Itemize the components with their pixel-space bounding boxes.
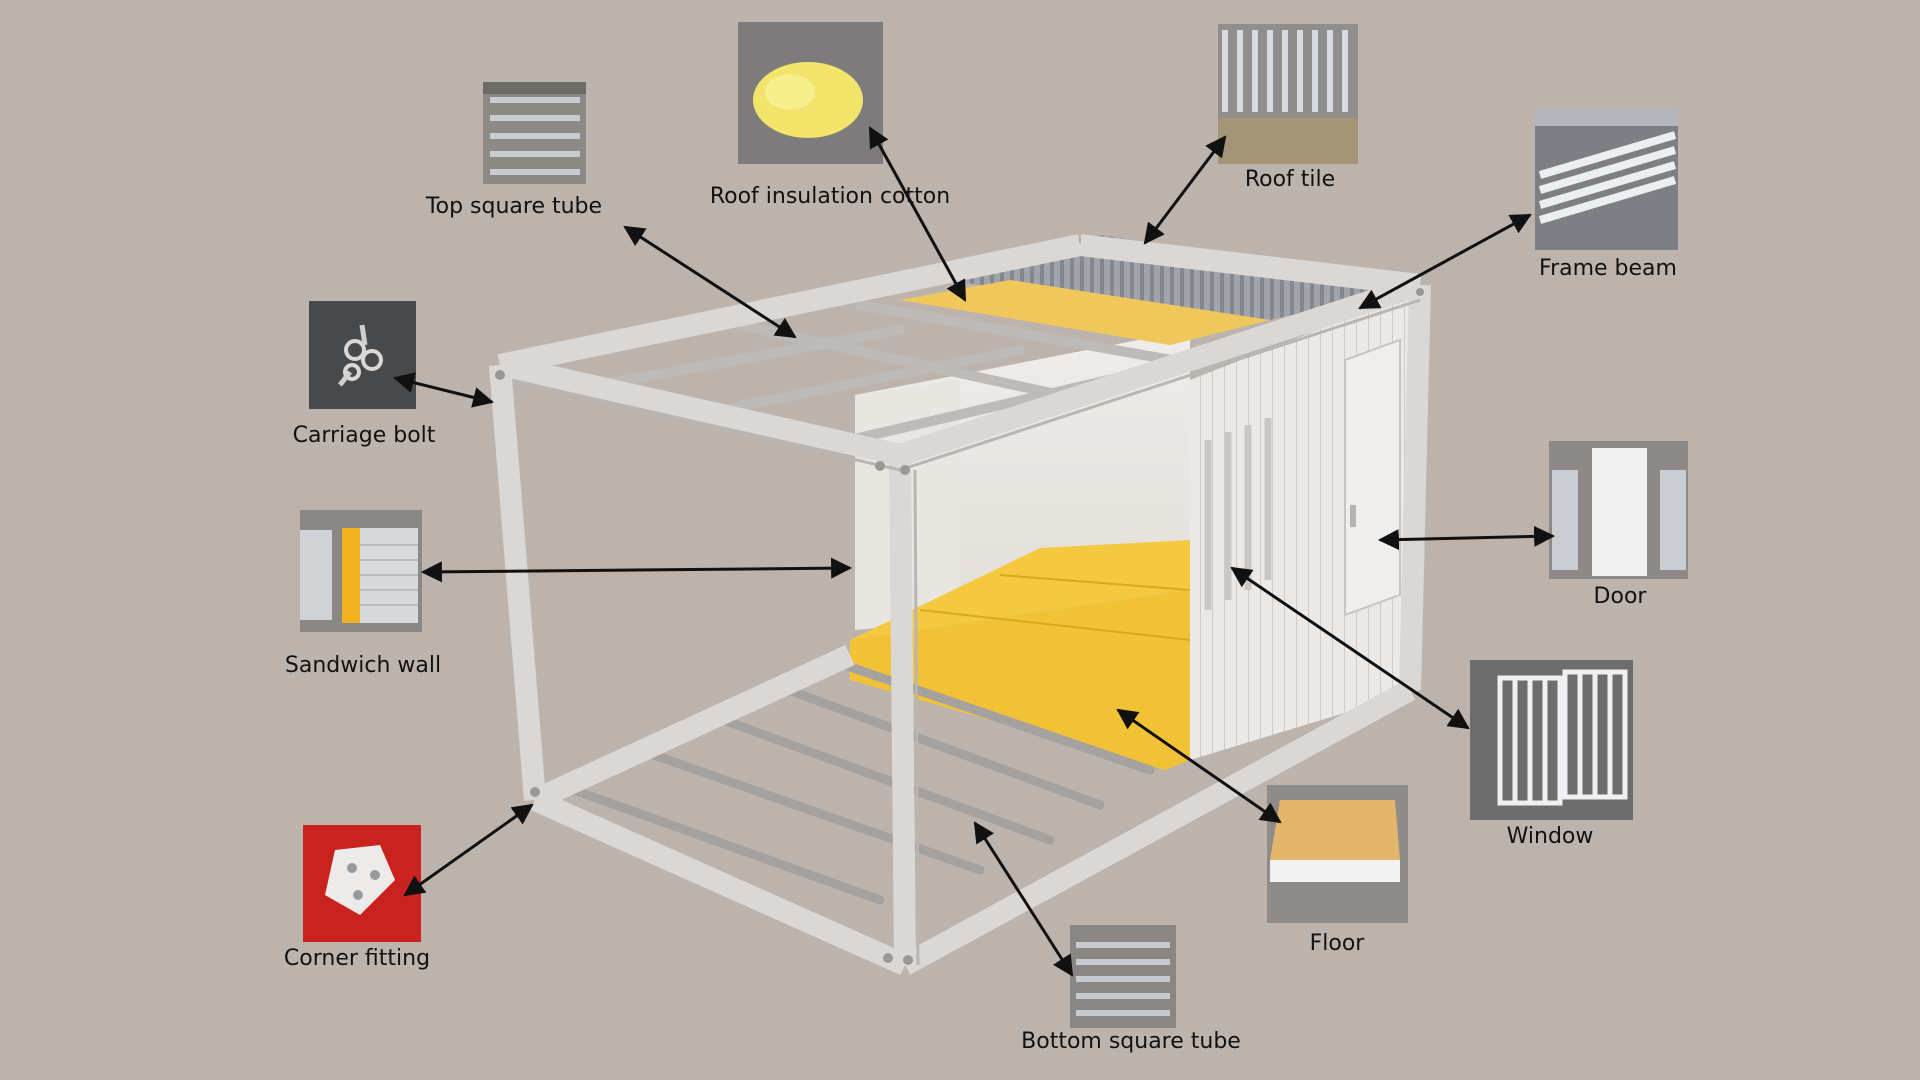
door-handle bbox=[1350, 505, 1356, 527]
photo-door bbox=[1549, 441, 1688, 579]
label-door: Door bbox=[1594, 584, 1648, 609]
photo-corner-fitting bbox=[303, 825, 421, 942]
arrow-corner-fitting bbox=[403, 803, 534, 897]
photo-carriage-bolt bbox=[309, 301, 416, 409]
roof-insulation-panel bbox=[900, 280, 1270, 345]
callout-arrows bbox=[392, 126, 1556, 977]
label-sandwich-wall: Sandwich wall bbox=[285, 653, 441, 678]
arrow-top-square-tube bbox=[623, 225, 797, 339]
photo-roof-insulation-cotton bbox=[738, 22, 883, 164]
label-roof-tile: Roof tile bbox=[1245, 167, 1335, 192]
floor-panel-front bbox=[850, 540, 1190, 640]
photo-floor bbox=[1267, 785, 1408, 923]
photo-top-square-tube bbox=[483, 82, 586, 184]
arrow-roof-tile bbox=[1143, 135, 1227, 245]
label-frame-beam: Frame beam bbox=[1539, 256, 1677, 281]
photo-roof-tile bbox=[1218, 24, 1358, 164]
callout-labels: Top square tube Roof insulation cotton R… bbox=[284, 167, 1677, 1054]
label-corner-fitting: Corner fitting bbox=[284, 946, 430, 971]
photo-window bbox=[1470, 660, 1633, 820]
arrow-bottom-square-tube bbox=[973, 821, 1074, 977]
arrow-window bbox=[1230, 566, 1470, 730]
floor-panel bbox=[850, 590, 1190, 770]
label-roof-insulation-cotton: Roof insulation cotton bbox=[710, 184, 950, 209]
arrow-carriage-bolt bbox=[392, 372, 495, 408]
photo-sandwich-wall bbox=[300, 510, 422, 632]
label-bottom-square-tube: Bottom square tube bbox=[1021, 1029, 1241, 1054]
door-panel bbox=[1344, 338, 1401, 617]
arrow-floor bbox=[1116, 708, 1282, 824]
label-top-square-tube: Top square tube bbox=[425, 194, 602, 219]
arrow-sandwich-wall bbox=[420, 557, 853, 583]
bottom-square-tubes bbox=[555, 655, 1155, 905]
label-floor: Floor bbox=[1310, 931, 1366, 956]
window-grille bbox=[1204, 418, 1272, 610]
arrow-door bbox=[1377, 525, 1556, 551]
arrow-roof-insulation-cotton bbox=[868, 126, 967, 302]
photo-frame-beam bbox=[1535, 108, 1678, 250]
arrow-frame-beam bbox=[1358, 213, 1532, 310]
photo-bottom-square-tube bbox=[1070, 925, 1176, 1028]
label-window: Window bbox=[1507, 824, 1594, 849]
label-carriage-bolt: Carriage bolt bbox=[293, 423, 436, 448]
